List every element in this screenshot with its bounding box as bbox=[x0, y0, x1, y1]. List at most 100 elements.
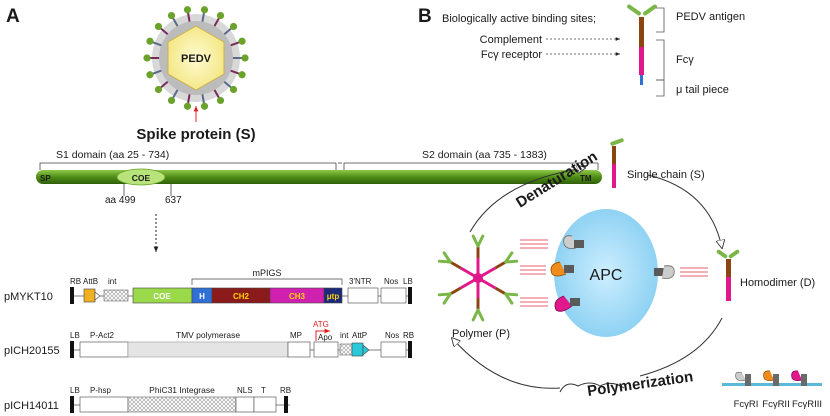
virus-spike-head bbox=[154, 22, 163, 31]
pich14011-lb: LB bbox=[70, 386, 80, 395]
panel-a-letter: A bbox=[6, 6, 20, 27]
construct-name-pich20155: pICH20155 bbox=[4, 345, 60, 357]
virus-spike bbox=[213, 88, 221, 100]
construct-map-pich20155 bbox=[70, 328, 412, 358]
pich14011-phsp: P-hsp bbox=[90, 386, 111, 395]
virus-spike-head bbox=[200, 102, 209, 110]
virus-spike-head bbox=[154, 85, 163, 94]
virus-spike bbox=[229, 40, 241, 47]
pich14011-t: T bbox=[261, 386, 266, 395]
tm-label: TM bbox=[580, 174, 592, 183]
virus-spike-head bbox=[146, 71, 154, 79]
virus-spike-head bbox=[238, 37, 246, 45]
pich20155-nos: Nos bbox=[385, 331, 399, 340]
virus-spike-head bbox=[241, 54, 249, 62]
pich14011-phic: PhiC31 Integrase bbox=[149, 385, 215, 395]
homodimer-icon bbox=[716, 249, 740, 301]
polymerization-squiggle bbox=[559, 382, 625, 393]
segment-ch3: CH3 bbox=[289, 292, 306, 301]
receptor-legend-ii: FcγRII bbox=[762, 399, 789, 410]
virus-spike-head bbox=[216, 11, 225, 20]
polymerization-label: Polymerization bbox=[586, 368, 694, 400]
pedv-virus-icon: PEDV bbox=[143, 6, 249, 110]
polymer-fab bbox=[504, 292, 514, 305]
apc-label: APC bbox=[590, 267, 623, 284]
virus-spike-head bbox=[229, 22, 238, 31]
virus-spike bbox=[171, 88, 179, 100]
segment-utp: μtp bbox=[327, 292, 340, 301]
fc-receptor-label: Fcγ receptor bbox=[481, 49, 542, 61]
sp-label: SP bbox=[40, 174, 51, 183]
receptor-legend-icon bbox=[722, 370, 822, 386]
polymer-fab bbox=[442, 251, 452, 264]
pich20155-mp: MP bbox=[290, 331, 302, 340]
segment-ch2: CH2 bbox=[233, 292, 250, 301]
pich20155-tmv: TMV polymerase bbox=[176, 330, 241, 340]
virus-spike-head bbox=[146, 37, 154, 45]
virus-spike bbox=[222, 80, 233, 89]
pich20155-apo: Apo bbox=[318, 333, 333, 342]
virus-label: PEDV bbox=[181, 53, 212, 65]
virus-spike bbox=[229, 69, 241, 76]
polymer-label: Polymer (P) bbox=[452, 328, 510, 340]
panel-b-letter: B bbox=[418, 6, 432, 27]
construct-map-pich14011 bbox=[70, 396, 290, 413]
s2-domain-label: S2 domain (aa 735 - 1383) bbox=[422, 149, 547, 161]
pmykt10-attb: AttB bbox=[83, 277, 98, 286]
virus-spike-head bbox=[183, 102, 192, 110]
pich14011-rb: RB bbox=[280, 386, 291, 395]
polymer-arm-fc bbox=[494, 286, 507, 296]
virus-spike bbox=[159, 27, 170, 36]
virus-spike-head bbox=[167, 11, 176, 20]
antibody-schematic-icon bbox=[546, 4, 665, 97]
receptor-legend-i: FcγRI bbox=[734, 399, 759, 410]
construct-name-pich14011: pICH14011 bbox=[4, 400, 59, 412]
pmykt10-rb: RB bbox=[70, 277, 81, 286]
virus-spike bbox=[171, 16, 179, 28]
pich20155-atg: ATG bbox=[313, 320, 329, 329]
binding-lines bbox=[520, 239, 708, 307]
polymer-arm-fc bbox=[449, 286, 462, 296]
virus-spike bbox=[201, 11, 206, 23]
virus-spike-head bbox=[200, 6, 209, 14]
pedv-antigen-label: PEDV antigen bbox=[676, 11, 745, 23]
pmykt10-lb: LB bbox=[403, 277, 413, 286]
pmykt10-nos: Nos bbox=[384, 277, 398, 286]
receptor-legend-iii: FcγRIII bbox=[792, 399, 822, 410]
aa-end-label: 637 bbox=[165, 195, 182, 206]
pich20155-int: int bbox=[340, 331, 349, 340]
virus-spike bbox=[213, 16, 221, 28]
polymer-arm-fc bbox=[494, 260, 507, 270]
virus-spike bbox=[159, 80, 170, 89]
virus-spike-head bbox=[167, 96, 176, 105]
polymer-arm-fc bbox=[449, 260, 462, 270]
pmykt10-int: int bbox=[108, 277, 117, 286]
aa-start-label: aa 499 bbox=[105, 195, 136, 206]
pich20155-lb: LB bbox=[70, 331, 80, 340]
pich20155-rb: RB bbox=[403, 331, 414, 340]
polymer-fab bbox=[504, 259, 519, 264]
pmykt10-ntr: 3'NTR bbox=[349, 277, 372, 286]
s1-domain-label: S1 domain (aa 25 - 734) bbox=[56, 149, 169, 161]
domain-bracket bbox=[39, 162, 599, 170]
virus-spike bbox=[186, 11, 191, 23]
apc-receptors-icon bbox=[550, 235, 675, 312]
spike-protein-bar bbox=[36, 170, 602, 184]
virus-spike-head bbox=[183, 6, 192, 14]
virus-spike-head bbox=[229, 85, 238, 94]
virus-spike bbox=[222, 27, 233, 36]
segment-coe: COE bbox=[153, 292, 171, 301]
spike-title: Spike protein (S) bbox=[136, 126, 255, 143]
virus-spike bbox=[151, 69, 163, 76]
complement-label: Complement bbox=[480, 34, 542, 46]
virus-spike bbox=[186, 93, 191, 105]
construct-name-pmykt10: pMYKT10 bbox=[4, 291, 53, 303]
binding-sites-label: Biologically active binding sites; bbox=[442, 13, 596, 25]
coe-label: COE bbox=[132, 173, 151, 183]
coe-region bbox=[116, 168, 166, 186]
virus-spike bbox=[201, 93, 206, 105]
construct-map-pmykt10 bbox=[70, 278, 412, 304]
polymer-fab bbox=[476, 234, 485, 248]
polymer-icon bbox=[437, 234, 519, 322]
